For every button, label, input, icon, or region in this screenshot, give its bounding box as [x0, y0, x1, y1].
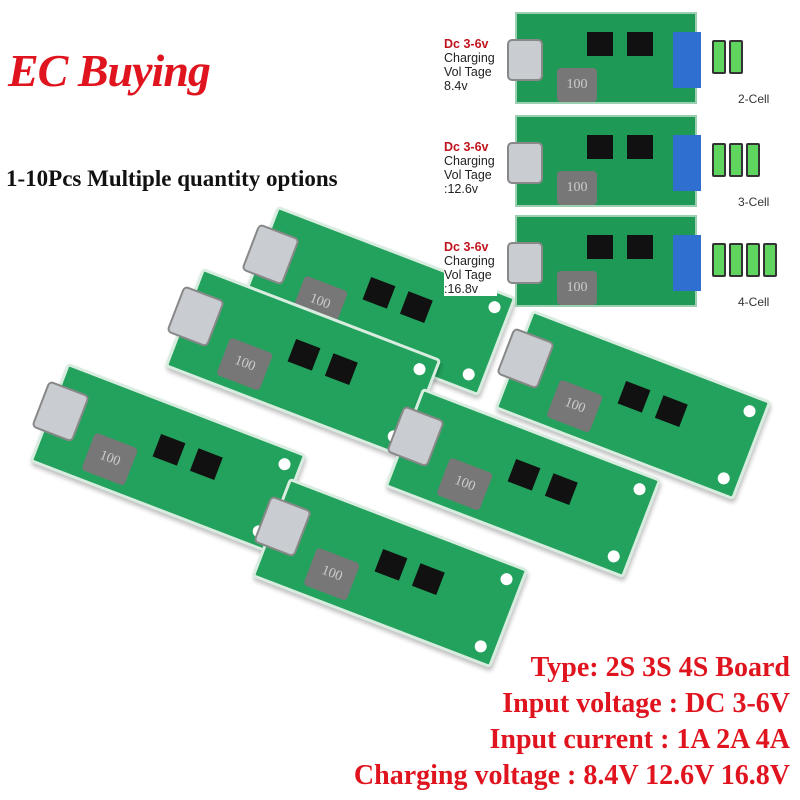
cell-count-label: 3-Cell	[738, 195, 770, 209]
mounting-hole	[498, 571, 515, 587]
chip	[544, 473, 578, 506]
input-voltage-label: Dc 3-6v	[444, 240, 489, 254]
battery-cells	[712, 243, 777, 277]
chip	[374, 548, 408, 581]
inductor: 100	[557, 271, 597, 305]
battery-cell-icon	[712, 143, 726, 177]
board-diagram: 100	[507, 12, 701, 104]
charging-voltage-value: :12.6v	[444, 182, 479, 196]
mounting-hole	[411, 361, 428, 377]
chip	[587, 32, 613, 56]
inductor: 100	[436, 457, 494, 512]
usb-c-port	[496, 327, 556, 390]
usb-c-port	[507, 39, 543, 81]
battery-cell-icon	[746, 243, 760, 277]
voltage-label: Vol Tage	[444, 168, 492, 182]
mounting-hole	[605, 548, 622, 565]
diagram-label: Dc 3-6v Charging Vol Tage :16.8v	[444, 240, 497, 296]
usb-c-port	[507, 242, 543, 284]
usb-c-port	[241, 223, 301, 286]
battery-cell-icon	[729, 243, 743, 277]
cell-count-label: 4-Cell	[738, 295, 770, 309]
battery-cell-icon	[729, 40, 743, 74]
quantity-options-text: 1-10Pcs Multiple quantity options	[6, 166, 338, 191]
board-diagram: 100	[507, 115, 701, 207]
input-voltage-label: Dc 3-6v	[444, 140, 489, 154]
screw-terminal	[673, 32, 701, 88]
cell-count-label: 2-Cell	[738, 92, 770, 106]
diagram-label: Dc 3-6v Charging Vol Tage :12.6v	[444, 140, 497, 196]
chip	[627, 235, 653, 259]
usb-c-port	[507, 142, 543, 184]
usb-c-port	[166, 285, 226, 348]
spec-input-current: Input current : 1A 2A 4A	[489, 724, 790, 755]
usb-c-port	[31, 380, 91, 443]
mounting-hole	[631, 481, 648, 497]
voltage-label: Vol Tage	[444, 65, 492, 79]
chip	[617, 380, 651, 413]
spec-type: Type: 2S 3S 4S Board	[530, 652, 790, 683]
mounting-hole	[486, 299, 503, 315]
diagram-label: Dc 3-6v Charging Vol Tage 8.4v	[444, 37, 497, 93]
chip	[411, 563, 445, 596]
chip	[627, 32, 653, 56]
battery-cell-icon	[746, 143, 760, 177]
chip	[287, 338, 321, 371]
battery-cell-icon	[763, 243, 777, 277]
chip	[399, 291, 433, 324]
chip	[507, 458, 541, 491]
mounting-hole	[460, 366, 477, 383]
board-diagram: 100	[507, 215, 701, 307]
chip	[654, 395, 688, 428]
mounting-hole	[715, 470, 732, 487]
inductor: 100	[216, 337, 274, 392]
chip	[362, 276, 396, 309]
voltage-label: Vol Tage	[444, 268, 492, 282]
screw-terminal	[673, 235, 701, 291]
spec-input-voltage: Input voltage : DC 3-6V	[502, 688, 790, 719]
battery-cell-icon	[729, 143, 743, 177]
chip	[587, 135, 613, 159]
charging-voltage-value: 8.4v	[444, 79, 468, 93]
chip	[627, 135, 653, 159]
charging-label: Charging	[444, 154, 495, 168]
inductor: 100	[557, 68, 597, 102]
battery-cells	[712, 143, 760, 177]
chip	[152, 433, 186, 466]
charging-label: Charging	[444, 254, 495, 268]
battery-cell-icon	[712, 40, 726, 74]
inductor: 100	[303, 547, 361, 602]
chip	[189, 448, 223, 481]
battery-cell-icon	[712, 243, 726, 277]
spec-charging-voltage: Charging voltage : 8.4V 12.6V 16.8V	[353, 760, 790, 791]
screw-terminal	[673, 135, 701, 191]
brand-logo: EC Buying	[8, 45, 211, 96]
inductor: 100	[557, 171, 597, 205]
charging-voltage-value: :16.8v	[444, 282, 479, 296]
battery-cells	[712, 40, 743, 74]
chip	[587, 235, 613, 259]
inductor: 100	[81, 432, 139, 487]
charging-label: Charging	[444, 51, 495, 65]
chip	[324, 353, 358, 386]
mounting-hole	[472, 638, 489, 655]
mounting-hole	[741, 403, 758, 419]
inductor: 100	[546, 379, 604, 434]
input-voltage-label: Dc 3-6v	[444, 37, 489, 51]
mounting-hole	[276, 456, 293, 472]
